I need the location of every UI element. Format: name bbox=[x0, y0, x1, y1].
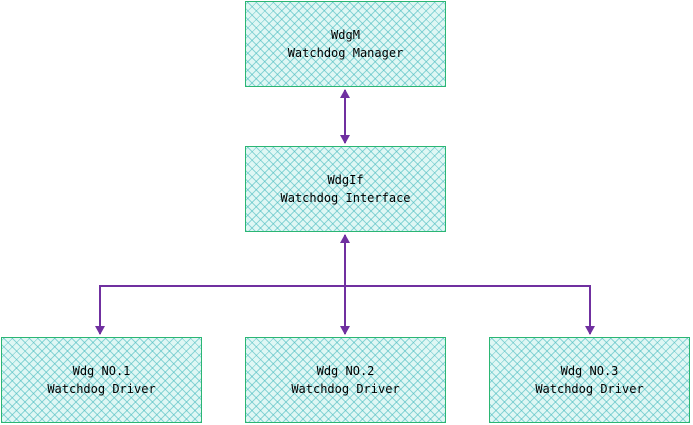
node-wdg3-title: Wdg NO.3 bbox=[560, 364, 619, 378]
node-wdg2: Wdg NO.2 Watchdog Driver bbox=[245, 337, 446, 423]
node-wdg2-title: Wdg NO.2 bbox=[316, 364, 375, 378]
node-wdg1-title: Wdg NO.1 bbox=[72, 364, 131, 378]
node-wdgif-title: WdgIf bbox=[327, 173, 364, 187]
node-wdgif: WdgIf Watchdog Interface bbox=[245, 146, 446, 232]
node-wdg1-subtitle: Watchdog Driver bbox=[47, 382, 156, 396]
node-wdgm-title: WdgM bbox=[331, 28, 360, 42]
node-wdg2-subtitle: Watchdog Driver bbox=[291, 382, 400, 396]
node-wdg3: Wdg NO.3 Watchdog Driver bbox=[489, 337, 690, 423]
node-wdgm: WdgM Watchdog Manager bbox=[245, 1, 446, 87]
node-wdgm-subtitle: Watchdog Manager bbox=[287, 46, 404, 60]
node-wdg3-subtitle: Watchdog Driver bbox=[535, 382, 644, 396]
node-wdgif-subtitle: Watchdog Interface bbox=[280, 191, 411, 205]
node-wdg1: Wdg NO.1 Watchdog Driver bbox=[1, 337, 202, 423]
